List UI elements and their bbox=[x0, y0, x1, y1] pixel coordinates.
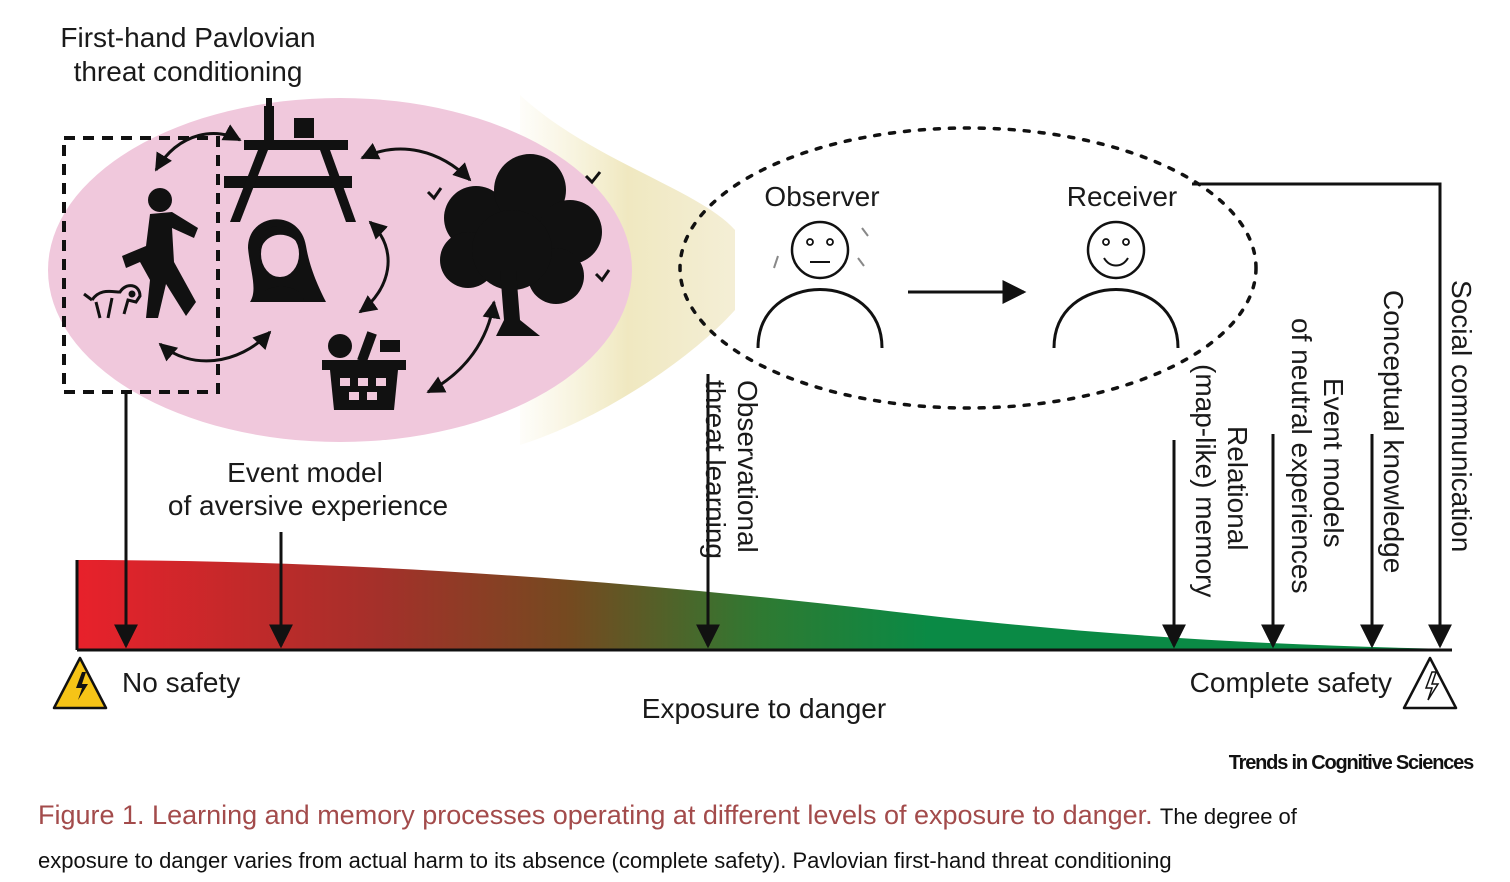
observer-figure bbox=[756, 220, 884, 349]
tree-icon bbox=[440, 154, 602, 336]
basket-weave bbox=[340, 378, 386, 400]
caption-text-line2: exposure to danger varies from actual ha… bbox=[38, 848, 1172, 873]
caption-title: Figure 1. Learning and memory processes … bbox=[38, 800, 1153, 830]
observational-label-line2: threat learning bbox=[700, 380, 731, 559]
figure-diagram: First-hand Pavlovian threat conditioning… bbox=[48, 22, 1477, 724]
firsthand-label-line1: First-hand Pavlovian bbox=[60, 22, 315, 53]
process-arrows bbox=[114, 182, 1452, 649]
warning-icon bbox=[1402, 656, 1458, 710]
relational-label-line2: (map-like) memory bbox=[1190, 364, 1221, 597]
conceptual-label: Conceptual knowledge bbox=[1378, 290, 1409, 573]
event-model-label-line2: of aversive experience bbox=[168, 490, 448, 521]
basket-icon bbox=[322, 331, 406, 410]
receiver-label: Receiver bbox=[1067, 181, 1177, 212]
person-icon bbox=[122, 188, 198, 318]
observational-label-line1: Observational bbox=[732, 380, 763, 553]
journal-name: Trends in Cognitive Sciences bbox=[1228, 752, 1474, 774]
axis-label: Exposure to danger bbox=[642, 693, 886, 724]
bird-icon bbox=[426, 171, 611, 283]
social-dotted-ellipse bbox=[678, 126, 1258, 410]
event-model-label-line1: Event model bbox=[227, 457, 383, 488]
event-models-label-line2: of neutral experiences bbox=[1286, 318, 1317, 594]
association-arrows bbox=[154, 124, 501, 394]
social-label: Social communication bbox=[1446, 280, 1477, 552]
event-models-label-line1: Event models bbox=[1318, 378, 1349, 548]
no-safety-label: No safety bbox=[122, 667, 240, 698]
danger-gradient bbox=[77, 560, 1450, 650]
warning-icon bbox=[52, 656, 108, 710]
firsthand-label-line2: threat conditioning bbox=[74, 56, 303, 87]
figure-caption: Figure 1. Learning and memory processes … bbox=[38, 794, 1478, 882]
caption-text-line1: The degree of bbox=[1159, 804, 1297, 829]
relational-label-line1: Relational bbox=[1222, 426, 1253, 551]
face-icon bbox=[790, 220, 850, 280]
complete-safety-label: Complete safety bbox=[1190, 667, 1392, 698]
woman-icon bbox=[248, 219, 326, 302]
firsthand-dashed-box bbox=[62, 136, 220, 394]
observer-label: Observer bbox=[764, 181, 879, 212]
picnic-table-icon bbox=[224, 98, 356, 222]
face-icon bbox=[1086, 220, 1146, 280]
dog-icon bbox=[83, 284, 142, 319]
receiver-figure bbox=[1052, 220, 1180, 349]
